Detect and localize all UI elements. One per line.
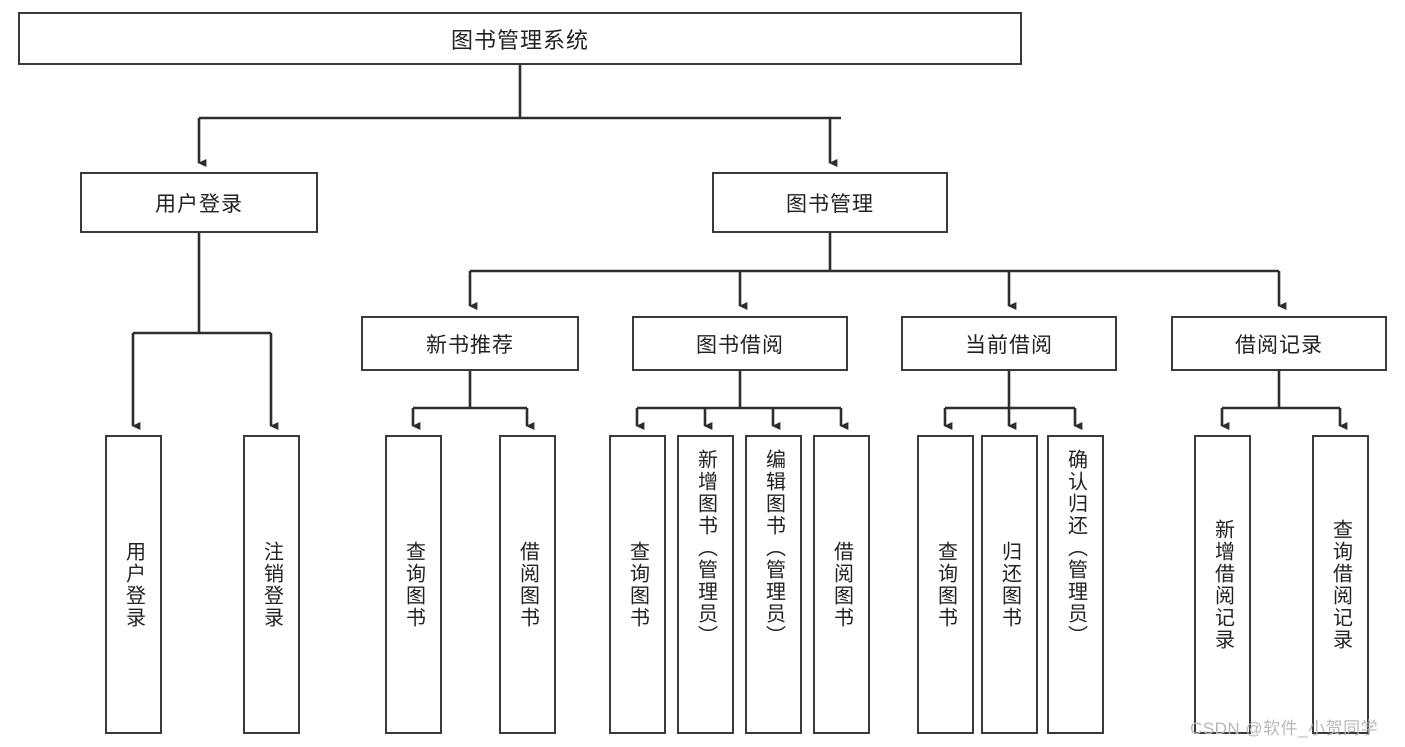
node-label: 图书管理系统 (450, 27, 589, 53)
node-label: 图书管理 (786, 192, 874, 216)
node-label: 查询借阅记录 (1329, 518, 1352, 651)
node-leaf-return-book[interactable]: 归还图书 (981, 435, 1038, 734)
node-leaf-query-borrow-record[interactable]: 查询借阅记录 (1312, 435, 1369, 734)
node-label: 图书借阅 (696, 333, 784, 357)
node-label: 查询图书 (934, 540, 957, 629)
node-label: 新增借阅记录 (1211, 518, 1234, 651)
node-label: 新增图书（管理员） (694, 449, 717, 647)
node-leaf-query-book-recommend[interactable]: 查询图书 (385, 435, 442, 734)
node-leaf-add-book-admin[interactable]: 新增图书（管理员） (677, 435, 734, 734)
node-leaf-logout[interactable]: 注销登录 (243, 435, 300, 734)
node-leaf-user-login[interactable]: 用户登录 (105, 435, 162, 734)
node-leaf-borrow-book-recommend[interactable]: 借阅图书 (499, 435, 556, 734)
watermark-text: CSDN @软件_小贺同学 (1190, 719, 1379, 738)
node-label: 借阅图书 (516, 540, 539, 629)
node-book-borrow[interactable]: 图书借阅 (632, 316, 848, 371)
node-leaf-query-book-borrow[interactable]: 查询图书 (609, 435, 666, 734)
node-user-login[interactable]: 用户登录 (80, 172, 318, 233)
node-root-book-management-system[interactable]: 图书管理系统 (18, 12, 1022, 65)
node-label: 归还图书 (998, 540, 1021, 629)
node-current-borrow[interactable]: 当前借阅 (901, 316, 1117, 371)
node-label: 借阅图书 (830, 540, 853, 629)
node-borrow-record[interactable]: 借阅记录 (1171, 316, 1387, 371)
node-label: 查询图书 (626, 540, 649, 629)
node-label: 确认归还（管理员） (1064, 449, 1087, 647)
node-leaf-confirm-return-admin[interactable]: 确认归还（管理员） (1047, 435, 1104, 734)
node-leaf-edit-book-admin[interactable]: 编辑图书（管理员） (745, 435, 802, 734)
node-label: 注销登录 (260, 540, 283, 629)
node-leaf-query-book-current[interactable]: 查询图书 (917, 435, 974, 734)
node-leaf-add-borrow-record[interactable]: 新增借阅记录 (1194, 435, 1251, 734)
node-label: 借阅记录 (1235, 333, 1323, 357)
node-label: 用户登录 (122, 540, 145, 629)
node-label: 用户登录 (155, 192, 243, 216)
node-book-management[interactable]: 图书管理 (712, 172, 948, 233)
node-label: 查询图书 (402, 540, 425, 629)
node-label: 编辑图书（管理员） (762, 449, 785, 647)
node-label: 当前借阅 (965, 333, 1053, 357)
node-label: 新书推荐 (426, 333, 514, 357)
node-leaf-borrow-book[interactable]: 借阅图书 (813, 435, 870, 734)
node-new-book-recommend[interactable]: 新书推荐 (361, 316, 579, 371)
